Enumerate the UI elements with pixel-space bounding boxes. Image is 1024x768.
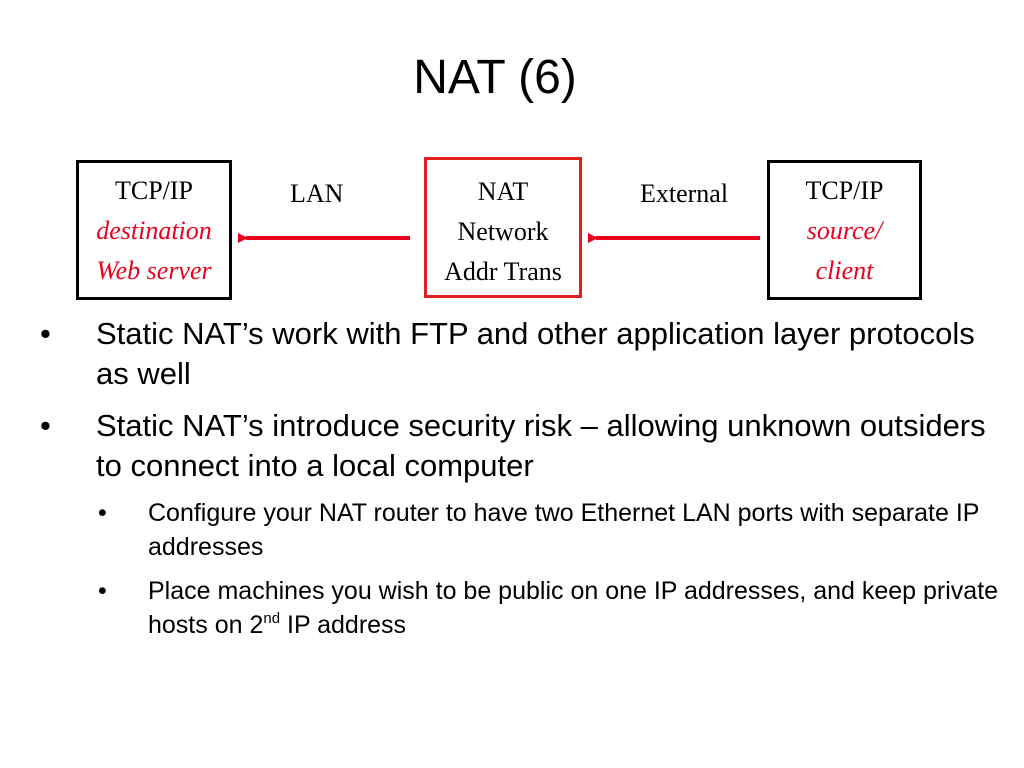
right-box-role: source/ xyxy=(806,216,883,245)
ordinal-suffix: nd xyxy=(263,610,281,627)
sub-bullet-text-part1: Place machines you wish to be public on … xyxy=(148,577,999,639)
left-box-protocol: TCP/IP xyxy=(114,176,194,205)
destination-web-server-box: TCP/IP destination Web server xyxy=(76,160,232,300)
bullet-marker: • xyxy=(40,408,51,443)
lan-label: LAN xyxy=(290,179,344,208)
sub-bullet-text: Configure your NAT router to have two Et… xyxy=(148,499,979,561)
bullet-marker: • xyxy=(40,316,51,351)
sub-bullet-marker: • xyxy=(98,499,107,527)
bullet-item: • Static NAT’s work with FTP and other a… xyxy=(40,314,1010,394)
sub-bullet-marker: • xyxy=(98,577,107,605)
right-box-protocol: TCP/IP xyxy=(805,176,884,205)
sub-bullet-item: • Place machines you wish to be public o… xyxy=(96,574,1010,642)
right-box-type: client xyxy=(815,256,874,285)
sub-bullet-item: • Configure your NAT router to have two … xyxy=(96,496,1010,564)
slide-title: NAT (6) xyxy=(413,51,577,104)
nat-box-line1: NAT xyxy=(477,177,529,206)
bullet-text: Static NAT’s work with FTP and other app… xyxy=(96,316,975,391)
sub-bullet-text-part2: IP address xyxy=(280,611,407,639)
source-client-box: TCP/IP source/ client xyxy=(767,160,922,300)
left-box-type: Web server xyxy=(96,256,212,285)
bullet-list: • Static NAT’s work with FTP and other a… xyxy=(40,314,1010,654)
nat-box-line3: Addr Trans xyxy=(444,257,562,286)
bullet-text: Static NAT’s introduce security risk – a… xyxy=(96,408,986,483)
bullet-item: • Static NAT’s introduce security risk –… xyxy=(40,406,1010,642)
nat-box-line2: Network xyxy=(457,217,549,246)
external-label: External xyxy=(640,179,729,208)
nat-box: NAT Network Addr Trans xyxy=(424,157,582,298)
sub-bullet-list: • Configure your NAT router to have two … xyxy=(96,496,1010,642)
left-box-role: destination xyxy=(96,216,212,245)
